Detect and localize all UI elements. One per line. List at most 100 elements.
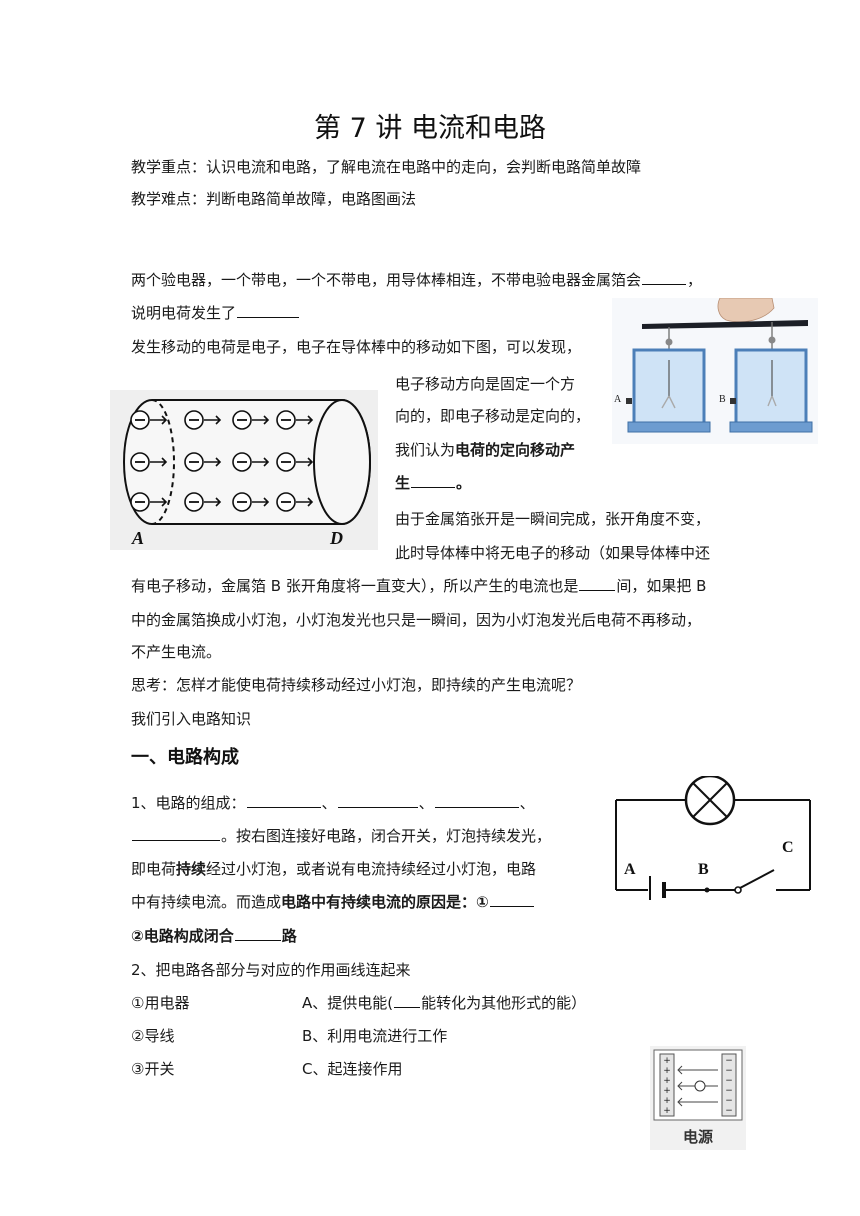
- power-caption: 电源: [683, 1128, 713, 1146]
- bold-text: 持续: [176, 860, 207, 878]
- fill-blank[interactable]: [434, 793, 519, 808]
- arrow-right-icon: [252, 497, 270, 507]
- switch-icon: [739, 869, 775, 889]
- right-item-a[interactable]: A、提供电能( 能转化为其他形式的能）: [302, 993, 586, 1013]
- minus-sign: −: [725, 1076, 733, 1086]
- right-item-c[interactable]: C、起连接作用: [302, 1060, 403, 1078]
- plus-sign: +: [663, 1096, 671, 1106]
- question-1-line-4: 中有持续电流。而造成电路中有持续电流的原因是：①: [131, 892, 535, 912]
- plus-sign: +: [663, 1056, 671, 1066]
- fill-blank[interactable]: [234, 926, 281, 941]
- text: ，: [687, 271, 703, 289]
- arrow-right-icon: [296, 497, 314, 507]
- question-1-line-5: ②电路构成闭合 路: [131, 926, 297, 946]
- arrow-right-icon: [204, 497, 222, 507]
- fill-blank[interactable]: [489, 892, 534, 907]
- intro-line-4: 电子移动方向是固定一个方: [395, 375, 576, 393]
- text: 有电子移动，金属箔 B 张开角度将一直变大），所以产生的电流也是: [131, 577, 579, 595]
- electroscope-label: B: [719, 394, 726, 405]
- electroscope-label: A: [614, 394, 622, 405]
- arrow-right-icon: [296, 457, 314, 467]
- positive-charges: ++++++: [663, 1056, 671, 1116]
- power-source-figure: ++++++ −−−−−− 电源: [650, 1046, 746, 1150]
- plus-sign: +: [663, 1086, 671, 1096]
- minus-sign: −: [725, 1056, 733, 1066]
- plus-sign: +: [663, 1076, 671, 1086]
- circuit-label-a: A: [624, 861, 636, 878]
- bold-text: ②电路构成闭合: [131, 927, 234, 945]
- text: 、: [321, 794, 337, 812]
- arrow-right-icon: [150, 457, 168, 467]
- difficulty-label: 教学难点：: [131, 190, 207, 208]
- page-title: 第 7 讲 电流和电路: [314, 113, 546, 144]
- arrow-right-icon: [204, 415, 222, 425]
- circuit-label-c: C: [782, 839, 794, 856]
- text: 、: [519, 794, 535, 812]
- minus-sign: −: [725, 1096, 733, 1106]
- rod-label-d: D: [329, 528, 343, 548]
- left-item-1[interactable]: ①用电器: [131, 994, 190, 1012]
- fill-blank[interactable]: [132, 826, 220, 841]
- question-2: 2、把电路各部分与对应的作用画线连起来: [131, 961, 411, 979]
- power-source-illustration: ++++++ −−−−−− 电源: [650, 1046, 746, 1150]
- bold-text: 路: [281, 927, 297, 945]
- intro-line-3: 发生移动的电荷是电子，电子在导体棒中的移动如下图，可以发现，: [131, 338, 582, 356]
- arrow-right-icon: [252, 415, 270, 425]
- plus-sign: +: [663, 1066, 671, 1076]
- fill-blank[interactable]: [411, 473, 456, 488]
- fill-blank[interactable]: [642, 270, 687, 285]
- minus-sign: −: [725, 1106, 733, 1116]
- arrow-right-icon: [150, 415, 168, 425]
- fill-blank[interactable]: [394, 993, 421, 1008]
- fill-blank[interactable]: [246, 793, 321, 808]
- minus-sign: −: [725, 1086, 733, 1096]
- intro-line-7: 生。: [395, 473, 471, 493]
- text: 1、电路的组成：: [131, 794, 246, 812]
- arrow-right-icon: [296, 415, 314, 425]
- text: 即电荷: [131, 860, 177, 878]
- bold-text: 。: [456, 474, 472, 492]
- bold-text: 电荷的定向移动产: [455, 441, 576, 459]
- section-heading: 一、电路构成: [131, 747, 239, 768]
- text: 经过小灯泡，或者说有电流持续经过小灯泡，电路: [206, 860, 537, 878]
- circuit-diagram-figure: A B C: [612, 776, 816, 900]
- fill-blank[interactable]: [237, 303, 300, 318]
- rod-label-a: A: [131, 528, 144, 548]
- intro-line-2: 说明电荷发生了: [131, 303, 300, 323]
- question-1-line-3: 即电荷持续经过小灯泡，或者说有电流持续经过小灯泡，电路: [131, 859, 536, 879]
- intro-line-13: 思考：怎样才能使电荷持续移动经过小灯泡，即持续的产生电流呢？: [131, 676, 582, 694]
- conductor-rod-figure: A D: [110, 390, 378, 550]
- left-item-3[interactable]: ③开关: [131, 1060, 175, 1078]
- circuit-label-b: B: [698, 861, 709, 878]
- teaching-difficulty: 教学难点：判断电路简单故障，电路图画法: [131, 189, 416, 209]
- intro-line-6: 我们认为电荷的定向移动产: [395, 440, 575, 460]
- intro-line-8: 由于金属箔张开是一瞬间完成，张开角度不变，: [395, 510, 711, 528]
- left-item-2[interactable]: ②导线: [131, 1027, 175, 1045]
- text: 我们认为: [395, 441, 456, 459]
- question-1-line-2: 。按右图连接好电路，闭合开关，灯泡持续发光，: [131, 826, 551, 846]
- fill-blank[interactable]: [337, 793, 418, 808]
- conductor-rod-illustration: A D: [110, 390, 378, 550]
- teaching-focus: 教学重点：认识电流和电路，了解电流在电路中的走向，会判断电路简单故障: [131, 157, 641, 177]
- intro-line-14: 我们引入电路知识: [131, 710, 252, 728]
- text: 说明电荷发生了: [131, 304, 237, 322]
- arrow-right-icon: [252, 457, 270, 467]
- intro-line-5: 向的，即电子移动是定向的，: [395, 407, 591, 425]
- text: 两个验电器，一个带电，一个不带电，用导体棒相连，不带电验电器金属箔会: [131, 271, 642, 289]
- question-1-line-1: 1、电路的组成： 、 、 、: [131, 793, 535, 813]
- difficulty-text: 判断电路简单故障，电路图画法: [206, 190, 417, 208]
- text: 间，如果把 B: [616, 577, 707, 595]
- fill-blank[interactable]: [579, 576, 616, 591]
- focus-text: 认识电流和电路，了解电流在电路中的走向，会判断电路简单故障: [206, 158, 642, 176]
- circuit-diagram: A B C: [612, 776, 816, 900]
- text: 、: [418, 794, 434, 812]
- right-item-b[interactable]: B、利用电流进行工作: [302, 1027, 448, 1045]
- text: 能转化为其他形式的能）: [421, 994, 587, 1012]
- text: A、提供电能(: [302, 994, 394, 1012]
- text: 。按右图连接好电路，闭合开关，灯泡持续发光，: [221, 827, 552, 845]
- arrow-right-icon: [150, 497, 168, 507]
- bold-text: 电路中有持续电流的原因是：①: [281, 893, 489, 911]
- intro-line-9: 此时导体棒中将无电子的移动（如果导体棒中还: [395, 544, 711, 562]
- electroscope-figure: A B: [612, 298, 818, 444]
- intro-line-1: 两个验电器，一个带电，一个不带电，用导体棒相连，不带电验电器金属箔会 ，: [131, 270, 702, 290]
